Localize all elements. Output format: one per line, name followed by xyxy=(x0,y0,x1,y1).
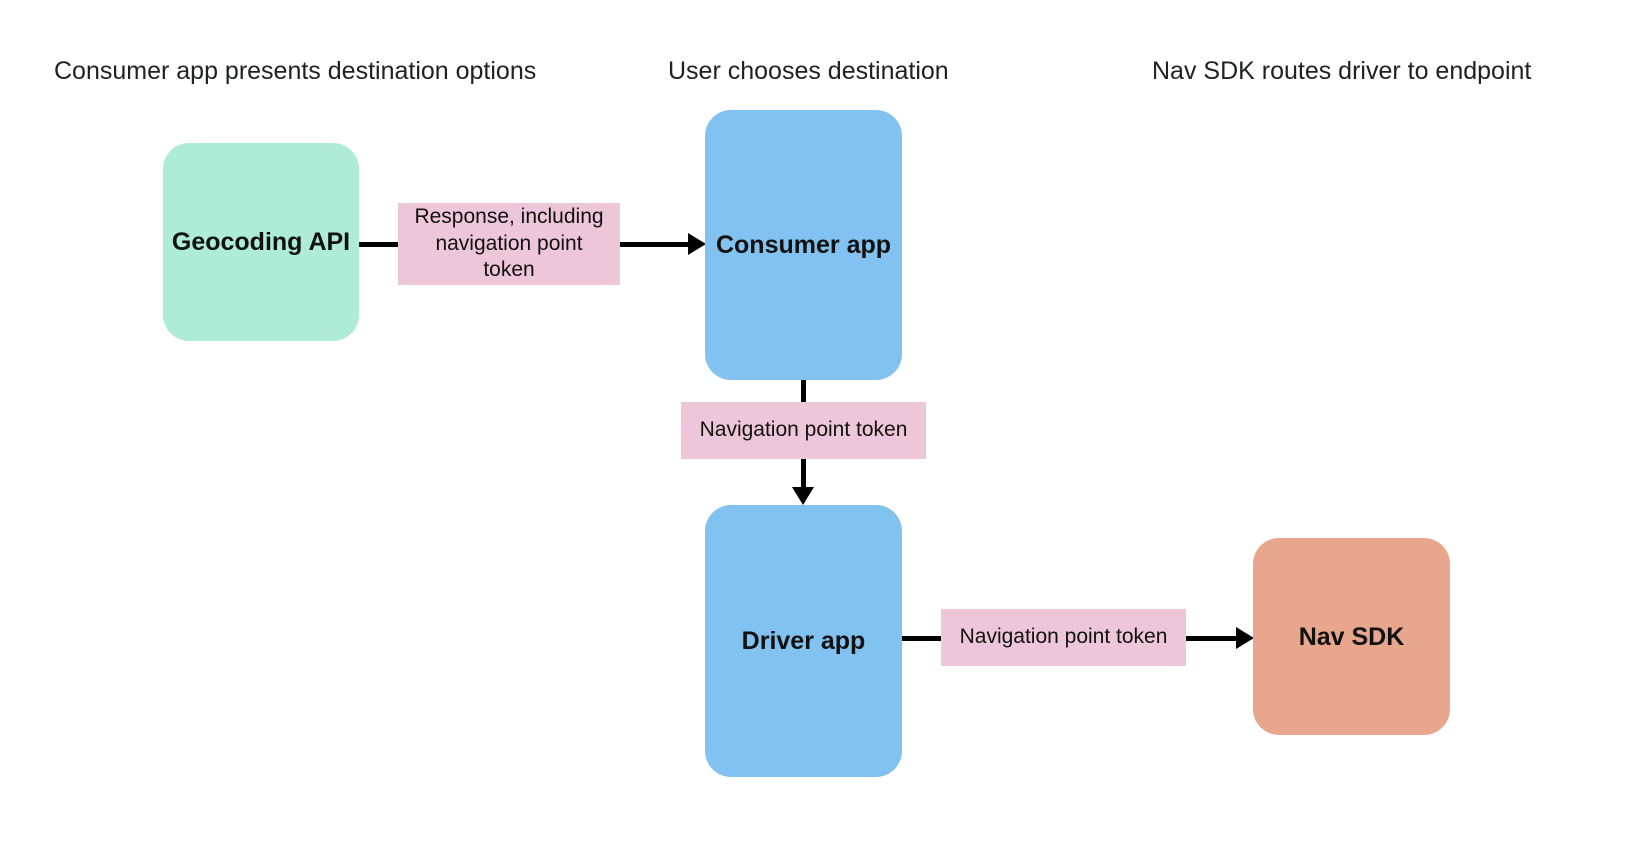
edge-label-line-2: navigation point xyxy=(435,231,583,255)
edge-label-response-navigation-point-token: Response, including navigation point tok… xyxy=(398,203,620,285)
node-driver-app[interactable]: Driver app xyxy=(705,505,902,777)
edge-label-line-1: Navigation point token xyxy=(699,418,908,442)
node-geocoding-api[interactable]: Geocoding API xyxy=(163,143,359,341)
node-nav-sdk[interactable]: Nav SDK xyxy=(1253,538,1450,735)
node-label-nav-sdk: Nav SDK xyxy=(1298,622,1405,651)
arrowhead-geocoding-to-consumer xyxy=(688,233,706,255)
node-label-geocoding-api: Geocoding API xyxy=(171,228,351,256)
edge-label-line-3: token xyxy=(483,258,535,282)
column-header-consumer-app: Consumer app presents destination option… xyxy=(54,57,537,85)
node-consumer-app[interactable]: Consumer app xyxy=(705,110,902,380)
column-header-user-choice: User chooses destination xyxy=(668,57,949,85)
edge-label-text-wrap: Response, including navigation point tok… xyxy=(414,204,603,285)
edge-label-line-1: Navigation point token xyxy=(959,625,1168,649)
edge-label-navigation-point-token-consumer-driver: Navigation point token xyxy=(681,402,926,459)
node-label-driver-app: Driver app xyxy=(741,627,866,655)
column-header-nav-sdk: Nav SDK routes driver to endpoint xyxy=(1152,57,1532,85)
edge-label-line-1: Response, including xyxy=(414,204,604,228)
arrowhead-driver-to-navsdk xyxy=(1236,627,1254,649)
arrowhead-consumer-to-driver xyxy=(792,487,814,505)
edge-label-navigation-point-token-driver-navsdk: Navigation point token xyxy=(941,609,1186,666)
node-label-consumer-app: Consumer app xyxy=(715,231,892,259)
